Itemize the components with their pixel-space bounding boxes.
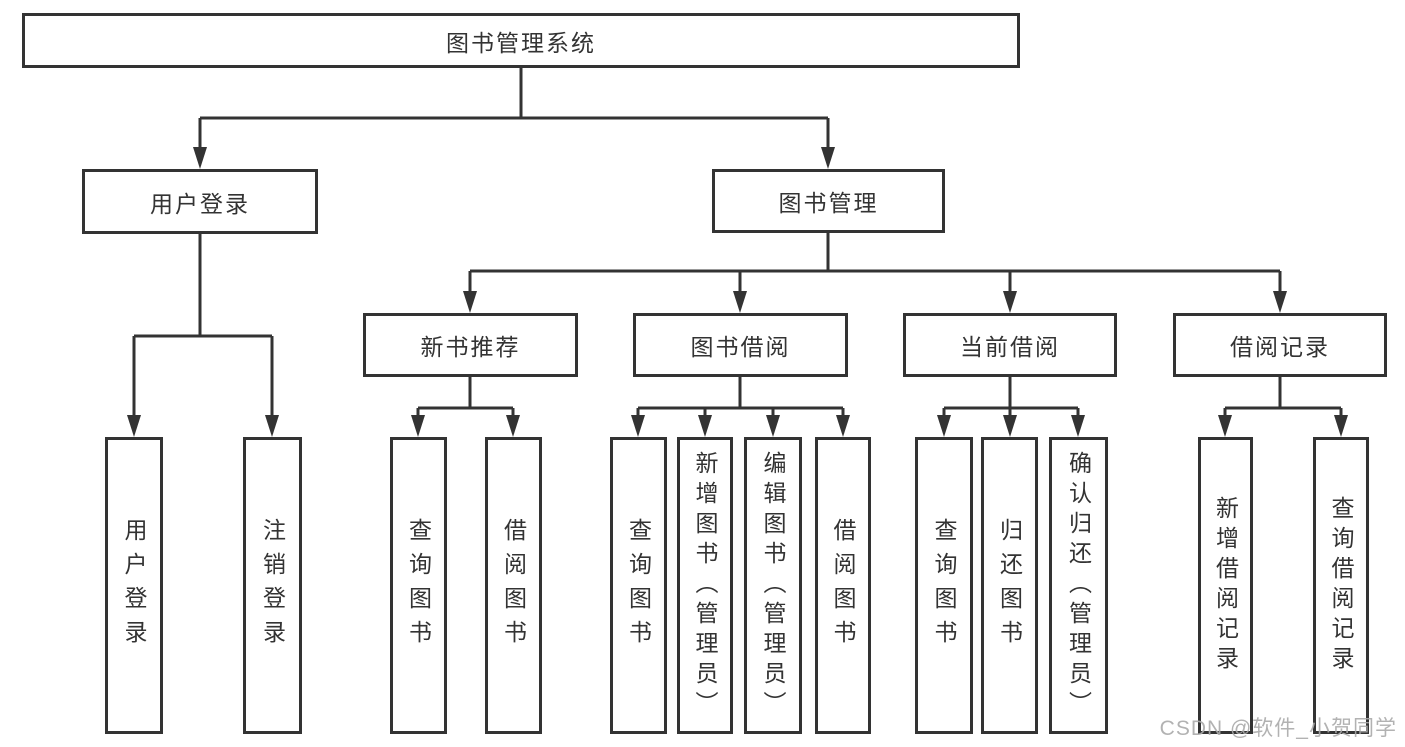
node-root: 图书管理系统 <box>22 13 1020 68</box>
node-new-book-recommend: 新书推荐 <box>363 313 578 377</box>
leaf-records-query-record: 查询借阅记录 <box>1313 437 1369 734</box>
leaf-newbooks-borrow-books: 借阅图书 <box>485 437 542 734</box>
leaf-user-login: 用户登录 <box>105 437 163 734</box>
csdn-watermark: CSDN @软件_小贺同学 <box>1159 717 1397 740</box>
leaf-borrow-edit-books-admin-label: 编辑图书（管理员） <box>760 450 786 721</box>
leaf-current-confirm-return-admin-label: 确认归还（管理员） <box>1065 450 1092 721</box>
leaf-current-query-books: 查询图书 <box>915 437 973 734</box>
node-current-borrow-label: 当前借阅 <box>960 334 1060 360</box>
leaf-borrow-add-books-admin-label: 新增图书（管理员） <box>692 450 718 721</box>
leaf-borrow-query-books-label: 查询图书 <box>625 517 652 654</box>
node-borrow-records: 借阅记录 <box>1173 313 1387 377</box>
node-root-label: 图书管理系统 <box>446 29 596 56</box>
leaf-records-add-record: 新增借阅记录 <box>1198 437 1253 734</box>
node-book-management: 图书管理 <box>712 169 945 233</box>
leaf-records-add-record-label: 新增借阅记录 <box>1212 495 1239 676</box>
node-borrow-records-label: 借阅记录 <box>1230 334 1330 360</box>
node-book-management-label: 图书管理 <box>778 190 879 216</box>
leaf-records-query-record-label: 查询借阅记录 <box>1328 495 1354 676</box>
node-book-borrow: 图书借阅 <box>633 313 848 377</box>
node-book-borrow-label: 图书借阅 <box>690 334 791 360</box>
leaf-borrow-edit-books-admin: 编辑图书（管理员） <box>744 437 802 734</box>
leaf-logout-label: 注销登录 <box>259 517 286 654</box>
arrowheads <box>127 147 1348 437</box>
leaf-newbooks-borrow-books-label: 借阅图书 <box>500 517 527 654</box>
leaf-current-confirm-return-admin: 确认归还（管理员） <box>1049 437 1108 734</box>
leaf-user-login-label: 用户登录 <box>121 517 147 654</box>
leaf-borrow-borrow-books: 借阅图书 <box>815 437 871 734</box>
leaf-borrow-borrow-books-label: 借阅图书 <box>830 517 856 654</box>
node-user-login: 用户登录 <box>82 169 318 234</box>
leaf-logout: 注销登录 <box>243 437 302 734</box>
leaf-current-return-books: 归还图书 <box>981 437 1038 734</box>
leaf-newbooks-query-books: 查询图书 <box>390 437 447 734</box>
leaf-newbooks-query-books-label: 查询图书 <box>405 517 432 654</box>
node-user-login-label: 用户登录 <box>150 190 250 217</box>
leaf-current-return-books-label: 归还图书 <box>996 517 1023 654</box>
node-current-borrow: 当前借阅 <box>903 313 1117 377</box>
leaf-borrow-add-books-admin: 新增图书（管理员） <box>677 437 733 734</box>
node-new-book-recommend-label: 新书推荐 <box>420 334 521 360</box>
leaf-current-query-books-label: 查询图书 <box>931 517 957 654</box>
leaf-borrow-query-books: 查询图书 <box>610 437 667 734</box>
